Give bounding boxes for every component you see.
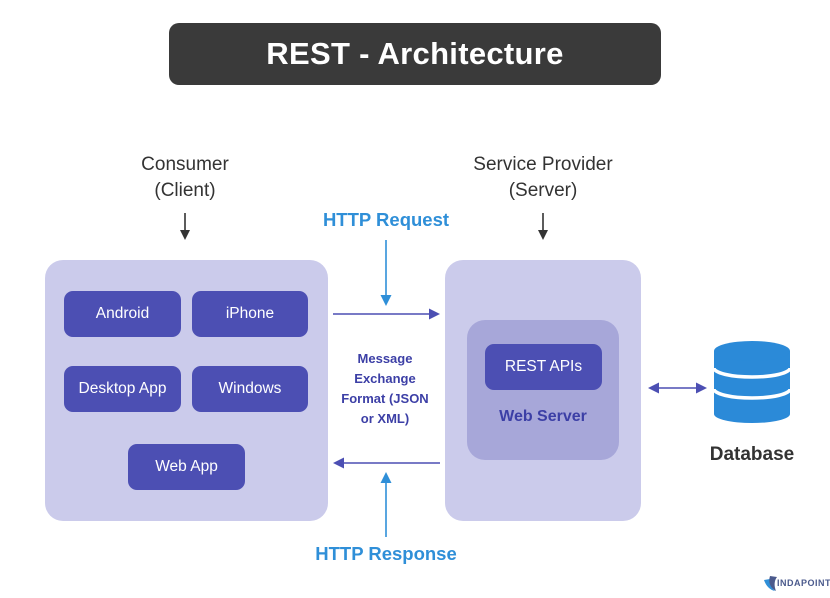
desktop-app-box: Desktop App — [64, 366, 181, 412]
consumer-label-line1: Consumer — [141, 154, 229, 175]
message-line1: Message — [357, 351, 413, 366]
provider-label-line1: Service Provider — [473, 154, 613, 175]
provider-label: Service Provider (Server) — [443, 152, 643, 204]
database-icon — [712, 341, 792, 423]
web-app-box: Web App — [128, 444, 245, 490]
title-bar: REST - Architecture — [169, 23, 661, 85]
windows-app-box: Windows — [192, 366, 308, 412]
message-line2: Exchange — [354, 371, 416, 386]
consumer-label: Consumer (Client) — [105, 152, 265, 204]
iphone-app-box: iPhone — [192, 291, 308, 337]
message-line3: Format (JSON — [341, 391, 429, 406]
provider-label-line2: (Server) — [508, 180, 578, 201]
page-title: REST - Architecture — [266, 36, 564, 71]
database-label: Database — [709, 444, 795, 465]
brand-name: INDAPOINT — [777, 578, 830, 588]
consumer-label-line2: (Client) — [154, 180, 216, 201]
message-line4: or XML) — [360, 411, 410, 426]
http-response-label: HTTP Response — [315, 543, 457, 564]
web-server-panel — [467, 320, 619, 460]
message-format-text: Message Exchange Format (JSON or XML) — [330, 349, 440, 429]
brand-logo-icon — [764, 576, 777, 591]
web-server-label: Web Server — [499, 408, 587, 425]
android-app-box: Android — [64, 291, 181, 337]
rest-apis-box: REST APIs — [485, 344, 602, 390]
http-request-label: HTTP Request — [322, 209, 450, 230]
